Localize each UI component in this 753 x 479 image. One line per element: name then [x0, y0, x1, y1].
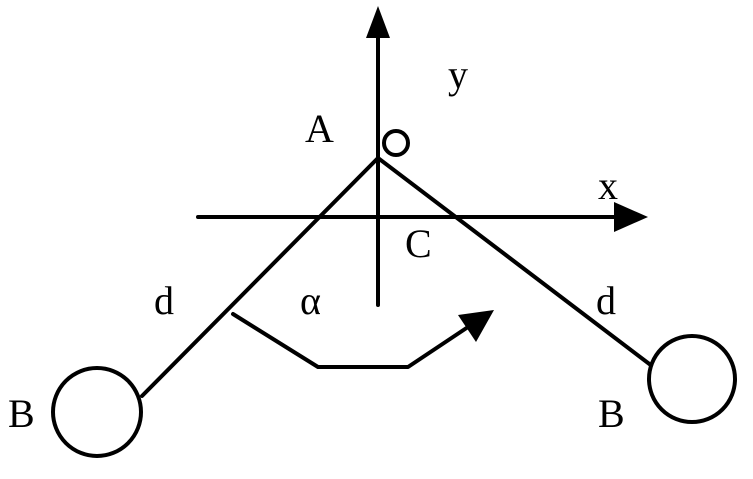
angle-arrow-path [231, 312, 470, 369]
pivot-circle [382, 129, 410, 157]
left-length-label: d [154, 278, 174, 323]
mass-right [647, 334, 737, 424]
left-rod [140, 156, 380, 398]
mass-left [51, 366, 143, 458]
left-mass-label: B [8, 391, 35, 436]
right-length-label: d [596, 278, 616, 323]
angle-label: α [300, 278, 321, 323]
x-axis-arrowhead [614, 202, 648, 232]
y-axis-label: y [448, 52, 468, 97]
x-axis-label: x [598, 163, 618, 208]
y-axis-arrowhead [366, 6, 390, 38]
point-c-label: C [405, 221, 432, 266]
point-a-label: A [305, 106, 334, 151]
right-mass-label: B [598, 391, 625, 436]
right-rod [376, 156, 654, 368]
angle-arrowhead [458, 310, 494, 342]
